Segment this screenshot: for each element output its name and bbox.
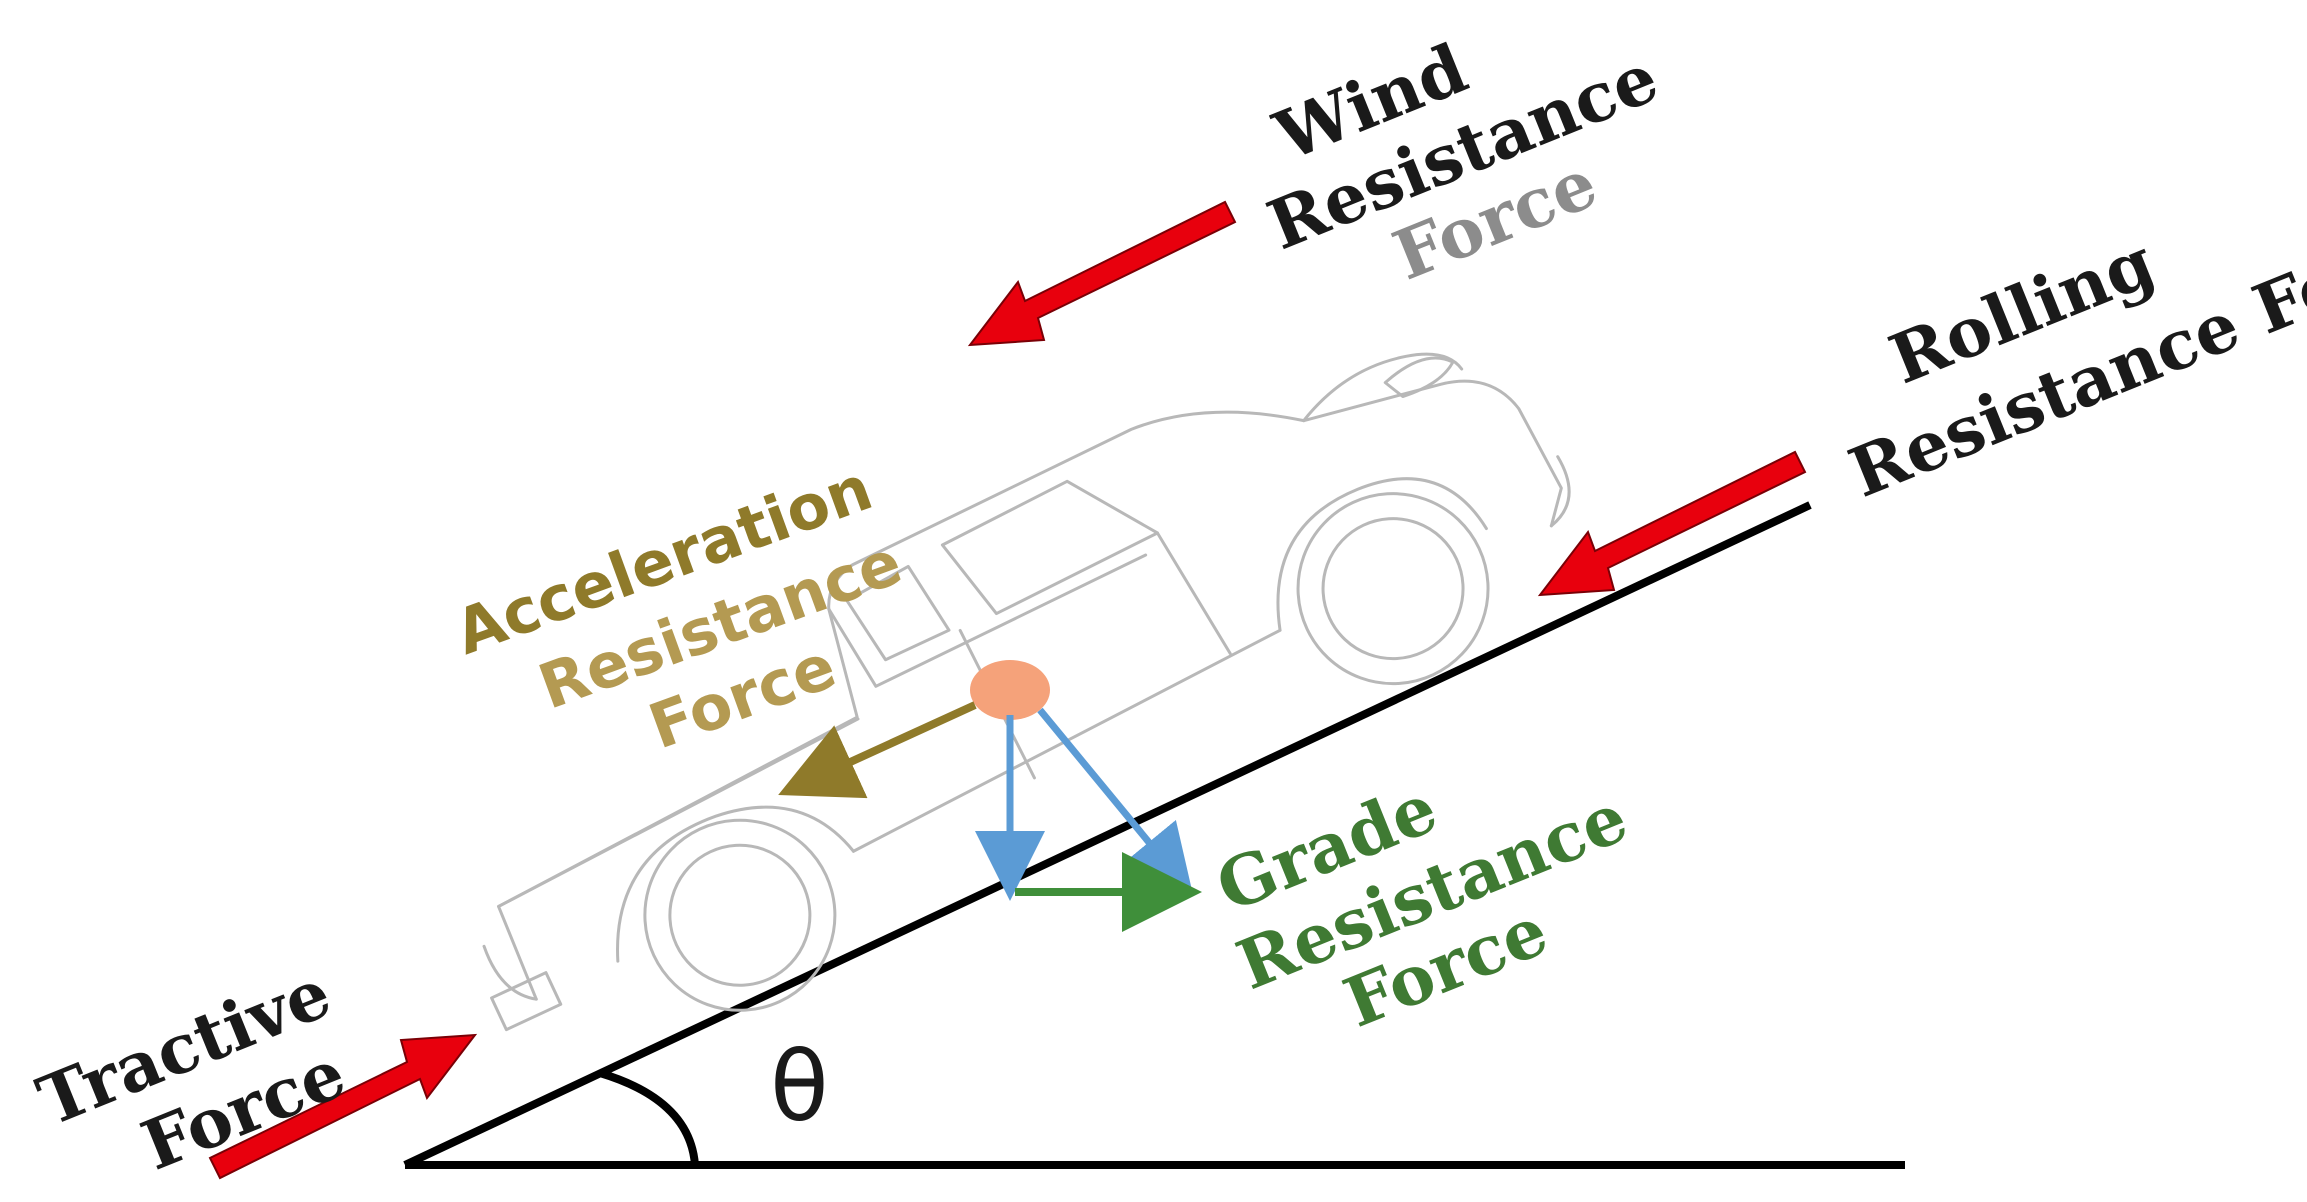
angle-arc [598,1069,699,1166]
weight-vector [1037,707,1194,897]
acceleration-resistance-vector [778,701,977,799]
center-of-mass-icon [970,660,1050,720]
angle-theta-label: θ [770,1031,829,1143]
incline-line [403,501,1812,1169]
rolling-resistance-arrow [1537,450,1807,597]
tractive-force-arrow [208,1033,478,1180]
wind-resistance-label: Wind Resistance Force [1257,29,1669,297]
rolling-resistance-label: Rolling Resistance Force [1839,198,2307,514]
wind-resistance-arrow [967,200,1237,347]
pickup-truck-outline-icon [482,352,1571,1032]
tractive-force-label: Tractive Force [27,953,356,1186]
